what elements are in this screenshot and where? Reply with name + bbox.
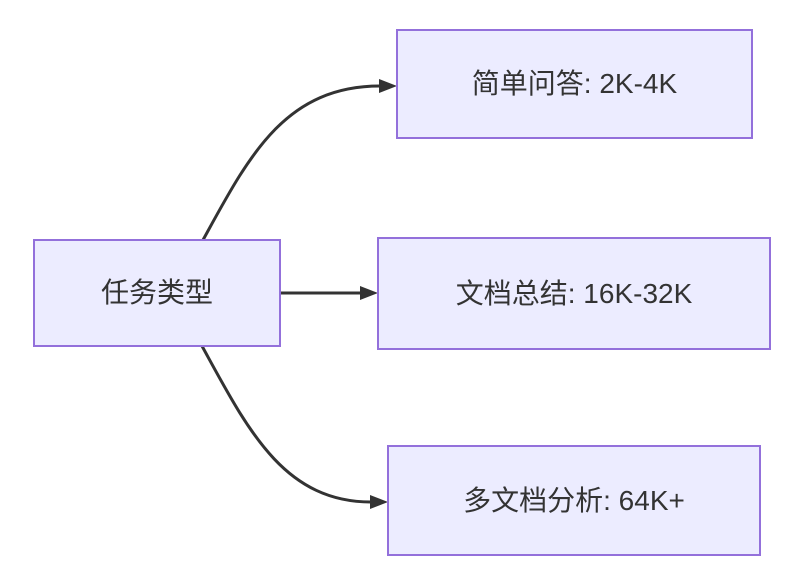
node-box-branch-qa <box>396 29 753 139</box>
node-label-branch-summary: 文档总结: 16K-32K <box>455 277 693 309</box>
node-box-branch-multi <box>387 445 761 556</box>
node-label-branch-qa: 简单问答: 2K-4K <box>471 68 678 100</box>
node-label-root: 任务类型 <box>100 277 213 309</box>
edge-root-to-branch-multi <box>200 345 388 509</box>
node-label-branch-multi: 多文档分析: 64K+ <box>463 484 685 516</box>
node-box-root <box>33 239 281 347</box>
edge-root-to-branch-qa <box>201 79 397 241</box>
node-box-branch-summary <box>377 237 771 350</box>
